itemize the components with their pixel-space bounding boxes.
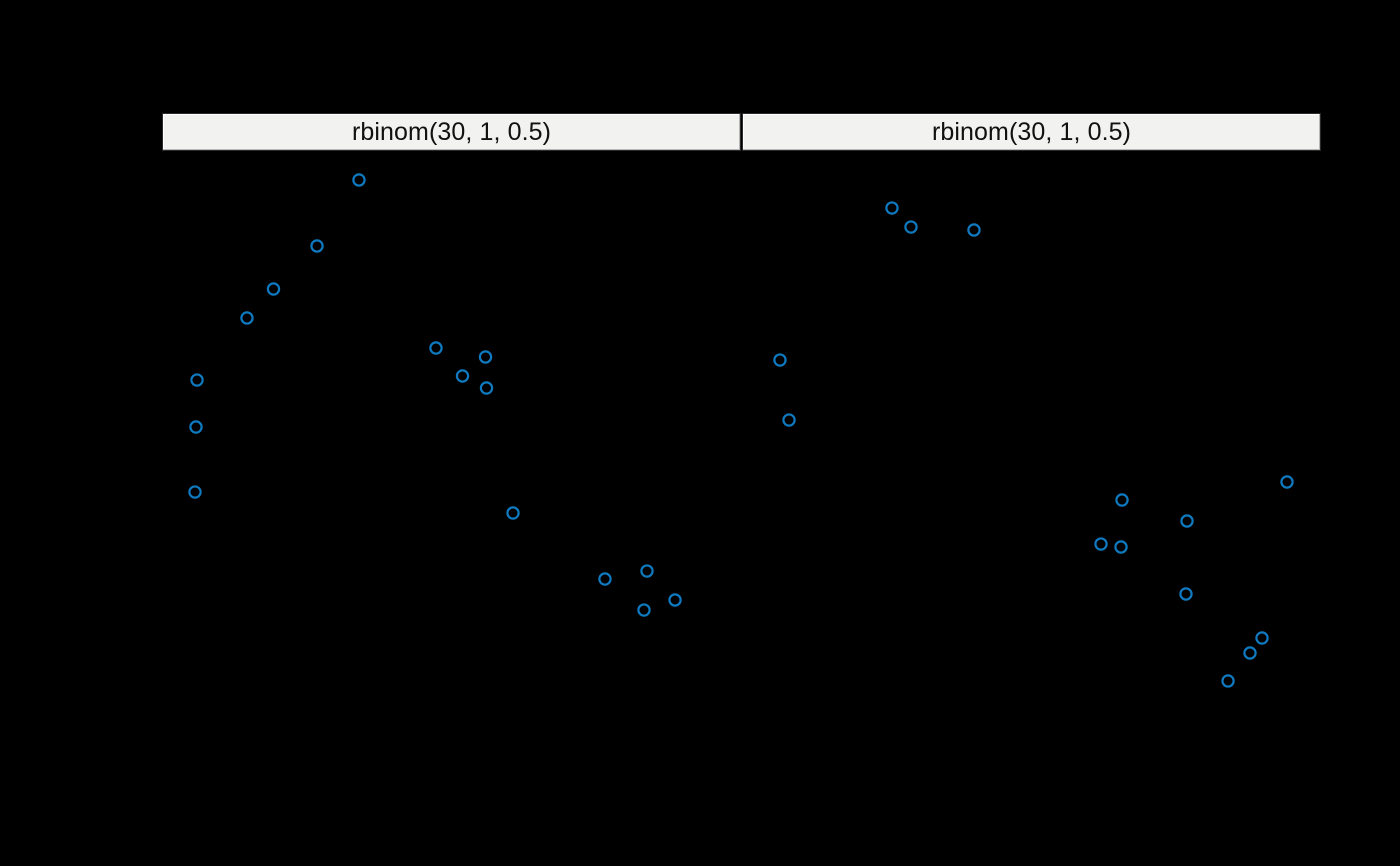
data-point (188, 485, 202, 499)
data-point (1114, 540, 1128, 554)
data-point (189, 420, 203, 434)
data-point (1221, 674, 1235, 688)
data-point (1243, 646, 1257, 660)
data-point (352, 173, 366, 187)
panel-strip-left: rbinom(30, 1, 0.5) (162, 113, 741, 151)
data-point (455, 369, 470, 383)
data-point (1094, 537, 1108, 551)
panels-container (162, 151, 1321, 811)
data-point (668, 593, 682, 607)
data-point (266, 282, 281, 296)
data-point (640, 564, 654, 578)
data-point (429, 341, 443, 355)
data-point (190, 373, 204, 387)
data-point (637, 603, 651, 617)
data-point (967, 223, 981, 237)
panel-strip-label-right: rbinom(30, 1, 0.5) (931, 117, 1132, 146)
scatter-panel-right (741, 151, 1321, 811)
data-point (1115, 493, 1129, 507)
data-point (478, 350, 493, 364)
data-point (1255, 631, 1269, 645)
scatter-svg-right (773, 201, 1294, 688)
data-point (598, 572, 612, 586)
scatter-svg-left (188, 173, 682, 617)
data-point (310, 239, 324, 253)
scatter-panel-left (162, 151, 740, 811)
data-point (782, 413, 796, 427)
data-point (1280, 475, 1294, 489)
panel-strip-right: rbinom(30, 1, 0.5) (742, 113, 1321, 151)
data-point (1179, 587, 1193, 601)
data-point (885, 201, 899, 215)
data-point (240, 311, 254, 325)
data-point (904, 220, 918, 234)
data-point (773, 353, 787, 367)
data-point (1180, 514, 1194, 528)
strip-row: rbinom(30, 1, 0.5) rbinom(30, 1, 0.5) (162, 113, 1321, 151)
panel-strip-label-left: rbinom(30, 1, 0.5) (351, 117, 552, 146)
data-point (479, 381, 494, 395)
data-point (506, 506, 520, 520)
